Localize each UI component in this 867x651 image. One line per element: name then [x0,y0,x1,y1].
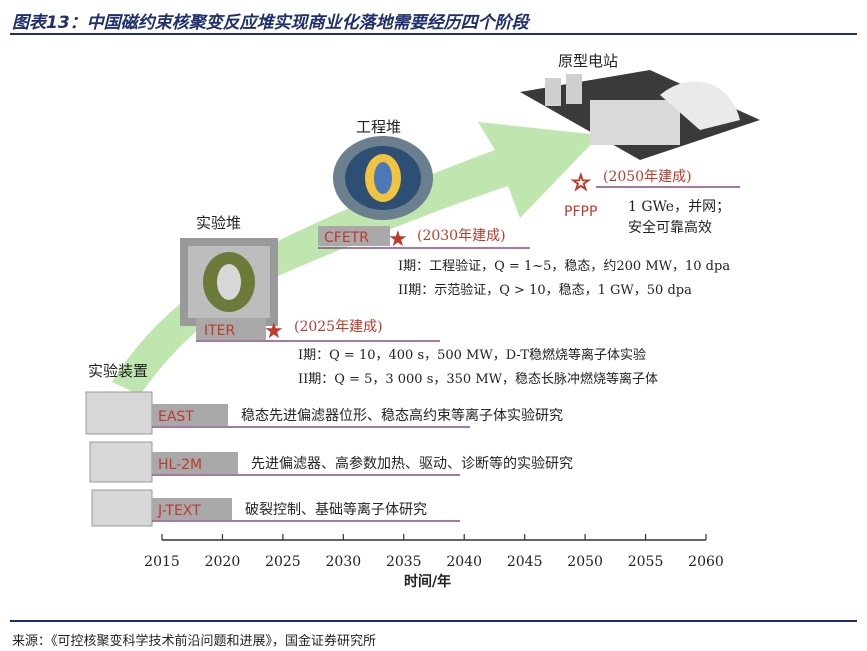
iter-phase1: I期：Q = 10，400 s，500 MW，D-T稳燃烧等离子体实验 [298,347,646,363]
stage-label-experimental-reactor: 实验堆 [196,214,241,232]
iter-milestone: (2025年建成) [294,319,383,335]
pfpp-star: ☆ [571,171,591,196]
axis-tick-label: 2015 [144,554,180,570]
time-axis-ticks: 2015 2020 2025 2030 2035 2040 2045 2050 2055 2060 [144,534,724,570]
device-name-jtext: J-TEXT [157,503,201,519]
axis-tick-label: 2050 [567,554,603,570]
experimental-reactor-image [180,238,278,326]
stage-label-engineering-reactor: 工程堆 [356,118,401,136]
device-thumb-east [85,391,153,435]
pfpp-line2: 安全可靠高效 [628,219,712,236]
axis-tick-label: 2040 [446,554,482,570]
iter-star: ★ [264,319,284,344]
device-row-hl2m: HL-2M 先进偏滤器、高参数加热、驱动、诊断等的实验研究 [89,441,573,483]
iter-box [196,318,266,340]
device-box-hl2m [152,452,238,474]
pfpp-milestone: (2050年建成) [603,169,692,185]
device-name-east: EAST [158,409,194,425]
time-axis-label: 时间/年 [404,573,451,590]
stage-label-experiment-device: 实验装置 [88,362,148,380]
axis-tick-label: 2030 [326,554,362,570]
title-rule [10,33,857,35]
device-row-jtext: J-TEXT 破裂控制、基础等离子体研究 [91,489,460,527]
cfetr-name: CFETR [324,230,369,246]
axis-tick-label: 2025 [265,554,301,570]
cfetr-box [318,226,390,246]
device-name-hl2m: HL-2M [158,457,202,473]
device-box-jtext [152,498,232,520]
cfetr-star: ★ [388,227,408,252]
device-desc-jtext: 破裂控制、基础等离子体研究 [245,501,427,518]
pfpp-line1: 1 GWe，并网； [628,199,730,215]
figure-title: 图表13：中国磁约束核聚变反应堆实现商业化落地需要经历四个阶段 [12,13,529,33]
device-box-east [152,404,228,426]
iter-name: ITER [204,323,236,339]
device-row-east: EAST 稳态先进偏滤器位形、稳态高约束等离子体实验研究 [85,391,563,435]
stage-label-prototype-plant: 原型电站 [558,52,618,70]
device-thumb-hl2m [89,441,153,483]
axis-tick-label: 2045 [507,554,543,570]
cfetr-phase1: I期：工程验证，Q = 1~5，稳态，约200 MW，10 dpa [398,258,730,274]
prototype-plant-image [520,70,760,160]
figure-source: 来源：《可控核聚变科学技术前沿问题和进展》，国金证券研究所 [12,634,377,649]
axis-tick-label: 2020 [205,554,241,570]
axis-tick-label: 2035 [386,554,422,570]
progression-arrow [112,122,600,395]
source-rule [10,620,857,622]
cfetr-phase2: II期：示范验证，Q > 10，稳态，1 GW，50 dpa [398,282,692,298]
device-desc-east: 稳态先进偏滤器位形、稳态高约束等离子体实验研究 [241,407,563,424]
axis-tick-label: 2060 [688,554,724,570]
device-thumb-jtext [91,489,153,527]
cfetr-milestone: (2030年建成) [417,228,506,244]
device-desc-hl2m: 先进偏滤器、高参数加热、驱动、诊断等的实验研究 [251,455,573,472]
axis-tick-label: 2055 [628,554,664,570]
pfpp-name: PFPP [564,204,597,220]
iter-phase2: II期：Q = 5，3 000 s，350 MW，稳态长脉冲燃烧等离子体 [298,371,658,387]
engineering-reactor-image [333,136,433,220]
